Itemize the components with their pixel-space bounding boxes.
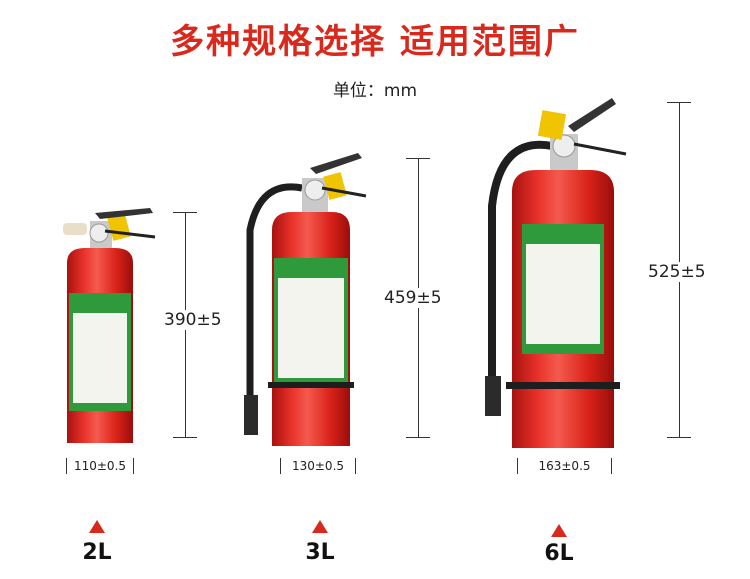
height-label-2l: 390±5 xyxy=(162,310,224,330)
extinguisher-2l-image xyxy=(63,208,156,443)
height-label-3l: 459±5 xyxy=(382,288,444,308)
diameter-label-2l: 110±0.5 xyxy=(73,459,127,473)
page-title: 多种规格选择 适用范围广 xyxy=(170,22,580,62)
diameter-label-3l: 130±0.5 xyxy=(291,459,345,473)
capacity-label-6l: 6L xyxy=(544,541,574,566)
triangle-marker-2l-icon xyxy=(89,520,105,533)
diameter-label-6l: 163±0.5 xyxy=(538,459,591,473)
diameter-dim-6l: 163±0.5 xyxy=(517,458,612,474)
unit-label: 单位：mm xyxy=(332,81,418,101)
extinguisher-3l-image xyxy=(244,153,367,446)
diameter-dim-3l: 130±0.5 xyxy=(280,458,356,474)
triangle-marker-6l-icon xyxy=(551,524,567,537)
extinguisher-6l-image xyxy=(485,98,627,448)
diameter-dim-2l: 110±0.5 xyxy=(66,458,134,474)
height-label-6l: 525±5 xyxy=(646,262,708,282)
triangle-marker-3l-icon xyxy=(312,520,328,533)
capacity-label-3l: 3L xyxy=(305,540,335,565)
capacity-label-2l: 2L xyxy=(82,540,112,565)
